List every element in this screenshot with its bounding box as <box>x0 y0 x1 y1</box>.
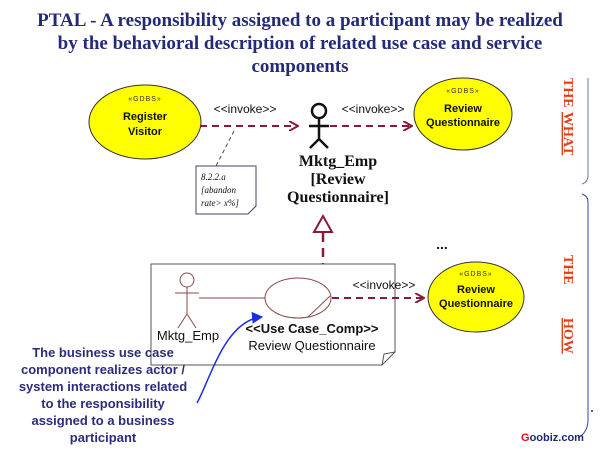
note-text: [abandon <box>201 185 237 195</box>
invoke-label: <<invoke>> <box>353 278 416 292</box>
component-stereotype: <<Use Case_Comp>> <box>246 321 379 336</box>
invoke-label: <<invoke>> <box>214 102 277 116</box>
stereotype-label: «GDBS» <box>128 96 162 103</box>
side-label-the-what-1: THE <box>560 78 575 108</box>
callout-line: participant <box>70 430 137 445</box>
callout-arrow <box>196 311 263 404</box>
use-case-component[interactable]: Mktg_Emp <<Use Case_Comp>> Review Questi… <box>150 263 396 366</box>
side-label-the-how-1: THE <box>560 255 575 285</box>
actor-label-3: Questionnaire] <box>287 189 389 206</box>
invoke-label: <<invoke>> <box>342 102 405 116</box>
use-case-label: Questionnaire <box>426 117 500 129</box>
use-case-label: Questionnaire <box>439 298 513 310</box>
use-case-register-visitor[interactable]: «GDBS» Register Visitor <box>88 84 202 160</box>
stereotype-label: «GDBS» <box>459 271 493 278</box>
use-case-label: Review <box>457 284 495 296</box>
logo-rest: oobiz.com <box>530 432 585 444</box>
actor-icon <box>309 102 329 149</box>
title-line-3: components <box>251 56 348 77</box>
callout-line: component realizes actor / <box>21 362 185 377</box>
stereotype-label: «GDBS» <box>446 88 480 95</box>
brace-what <box>581 78 589 185</box>
dot <box>591 410 593 412</box>
constraint-note: 8.2.2.a [abandon rate> x%] <box>195 165 257 215</box>
note-text: 8.2.2.a <box>201 172 226 182</box>
use-case-review-questionnaire-top[interactable]: «GDBS» Review Questionnaire <box>413 77 513 151</box>
component-actor-icon <box>175 272 199 329</box>
component-use-case-ellipse <box>264 277 332 319</box>
note-text: rate> x%] <box>201 198 239 208</box>
title-line-2: by the behavioral description of related… <box>58 33 543 54</box>
component-actor-label: Mktg_Emp <box>157 328 219 343</box>
ellipsis: ... <box>436 236 448 252</box>
actor-label-1: Mktg_Emp <box>299 153 377 170</box>
callout-line: The business use case <box>32 345 174 360</box>
realization-triangle-icon <box>312 213 334 233</box>
title-line-1: PTAL - A responsibility assigned to a pa… <box>37 10 563 31</box>
use-case-label: Review <box>444 103 482 115</box>
use-case-label: Visitor <box>128 126 163 138</box>
callout-line: assigned to a business <box>31 413 174 428</box>
side-label-the-what-2: WHAT <box>560 112 575 156</box>
callout-line: to the responsibility <box>41 396 165 411</box>
callout-line: system interactions related <box>19 379 187 394</box>
logo-first-letter: G <box>521 432 530 444</box>
actor-label-2: [Review <box>310 171 366 188</box>
note-connector <box>215 130 235 167</box>
use-case-review-questionnaire-bottom[interactable]: «GDBS» Review Questionnaire <box>427 261 525 333</box>
use-case-label: Register <box>123 111 168 123</box>
goobiz-logo[interactable]: Goobiz.com <box>521 432 584 444</box>
side-label-the-how-2: HOW <box>560 318 575 354</box>
brace-how <box>577 193 589 439</box>
component-name: Review Questionnaire <box>248 338 375 353</box>
